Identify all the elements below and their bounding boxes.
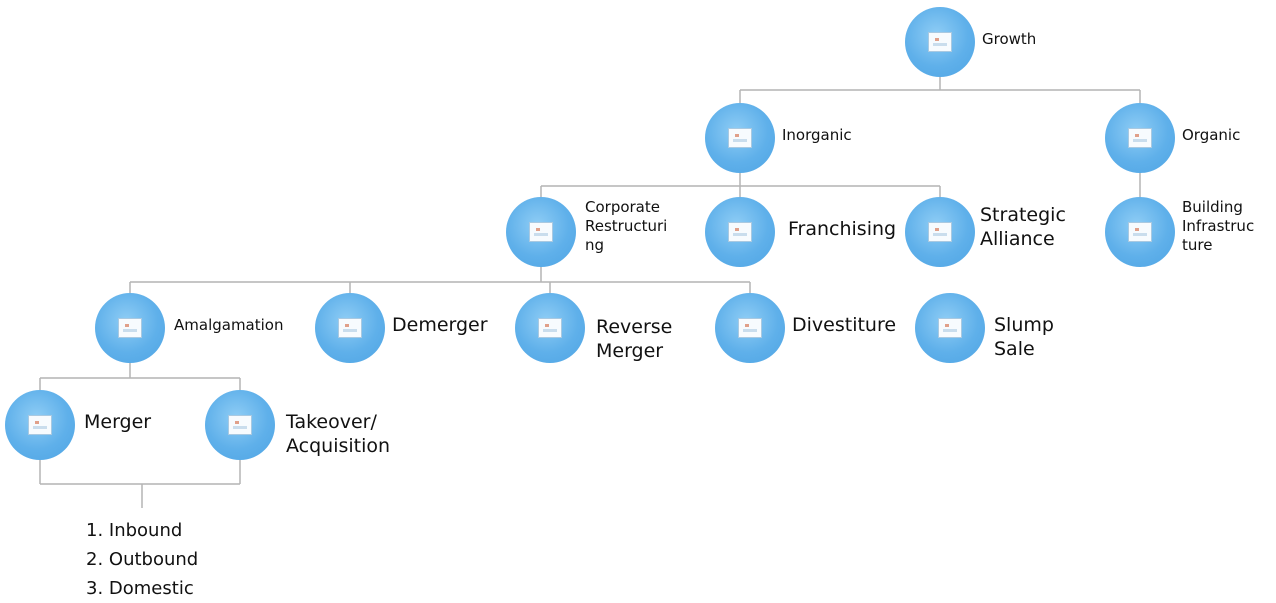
picture-icon: [1128, 128, 1152, 148]
picture-icon: [538, 318, 562, 338]
node-label-corporate-restructuring: Corporate Restructuri ng: [585, 198, 668, 254]
merger-type-outbound: 2. Outbound: [86, 549, 199, 570]
node-label-organic: Organic: [1182, 126, 1241, 144]
picture-icon: [738, 318, 762, 338]
picture-icon: [28, 415, 52, 435]
node-circle: [915, 293, 985, 363]
picture-icon: [928, 222, 952, 242]
node-label-growth: Growth: [982, 30, 1037, 48]
merger-types-list: 1. Inbound 2. Outbound 3. Domestic: [86, 516, 198, 603]
node-label-reverse-merger: Reverse Merger: [596, 316, 673, 362]
node-circle: [315, 293, 385, 363]
picture-icon: [728, 222, 752, 242]
node-label-demerger: Demerger: [392, 314, 488, 336]
node-circle: [205, 390, 275, 460]
picture-icon: [118, 318, 142, 338]
merger-type-inbound: 1. Inbound: [86, 520, 183, 541]
node-label-inorganic: Inorganic: [782, 126, 852, 144]
picture-icon: [338, 318, 362, 338]
node-label-merger: Merger: [84, 411, 152, 433]
picture-icon: [1128, 222, 1152, 242]
node-circle: [715, 293, 785, 363]
node-circle: [506, 197, 576, 267]
merger-type-domestic: 3. Domestic: [86, 578, 194, 599]
node-circle: [5, 390, 75, 460]
node-circle: [1105, 197, 1175, 267]
node-label-slump-sale: Slump Sale: [994, 314, 1054, 360]
node-label-strategic-alliance: Strategic Alliance: [980, 204, 1066, 250]
picture-icon: [938, 318, 962, 338]
node-label-amalgamation: Amalgamation: [174, 316, 284, 334]
picture-icon: [529, 222, 553, 242]
node-circle: [905, 7, 975, 77]
node-circle: [705, 103, 775, 173]
node-circle: [905, 197, 975, 267]
picture-icon: [228, 415, 252, 435]
node-circle: [705, 197, 775, 267]
picture-icon: [728, 128, 752, 148]
node-circle: [515, 293, 585, 363]
node-label-building-infrastructure: Building Infrastruc ture: [1182, 198, 1255, 254]
node-label-divestiture: Divestiture: [792, 314, 897, 336]
picture-icon: [928, 32, 952, 52]
node-label-franchising: Franchising: [788, 218, 897, 240]
node-circle: [1105, 103, 1175, 173]
node-circle: [95, 293, 165, 363]
node-label-takeover-acquisition: Takeover/ Acquisition: [286, 411, 391, 457]
